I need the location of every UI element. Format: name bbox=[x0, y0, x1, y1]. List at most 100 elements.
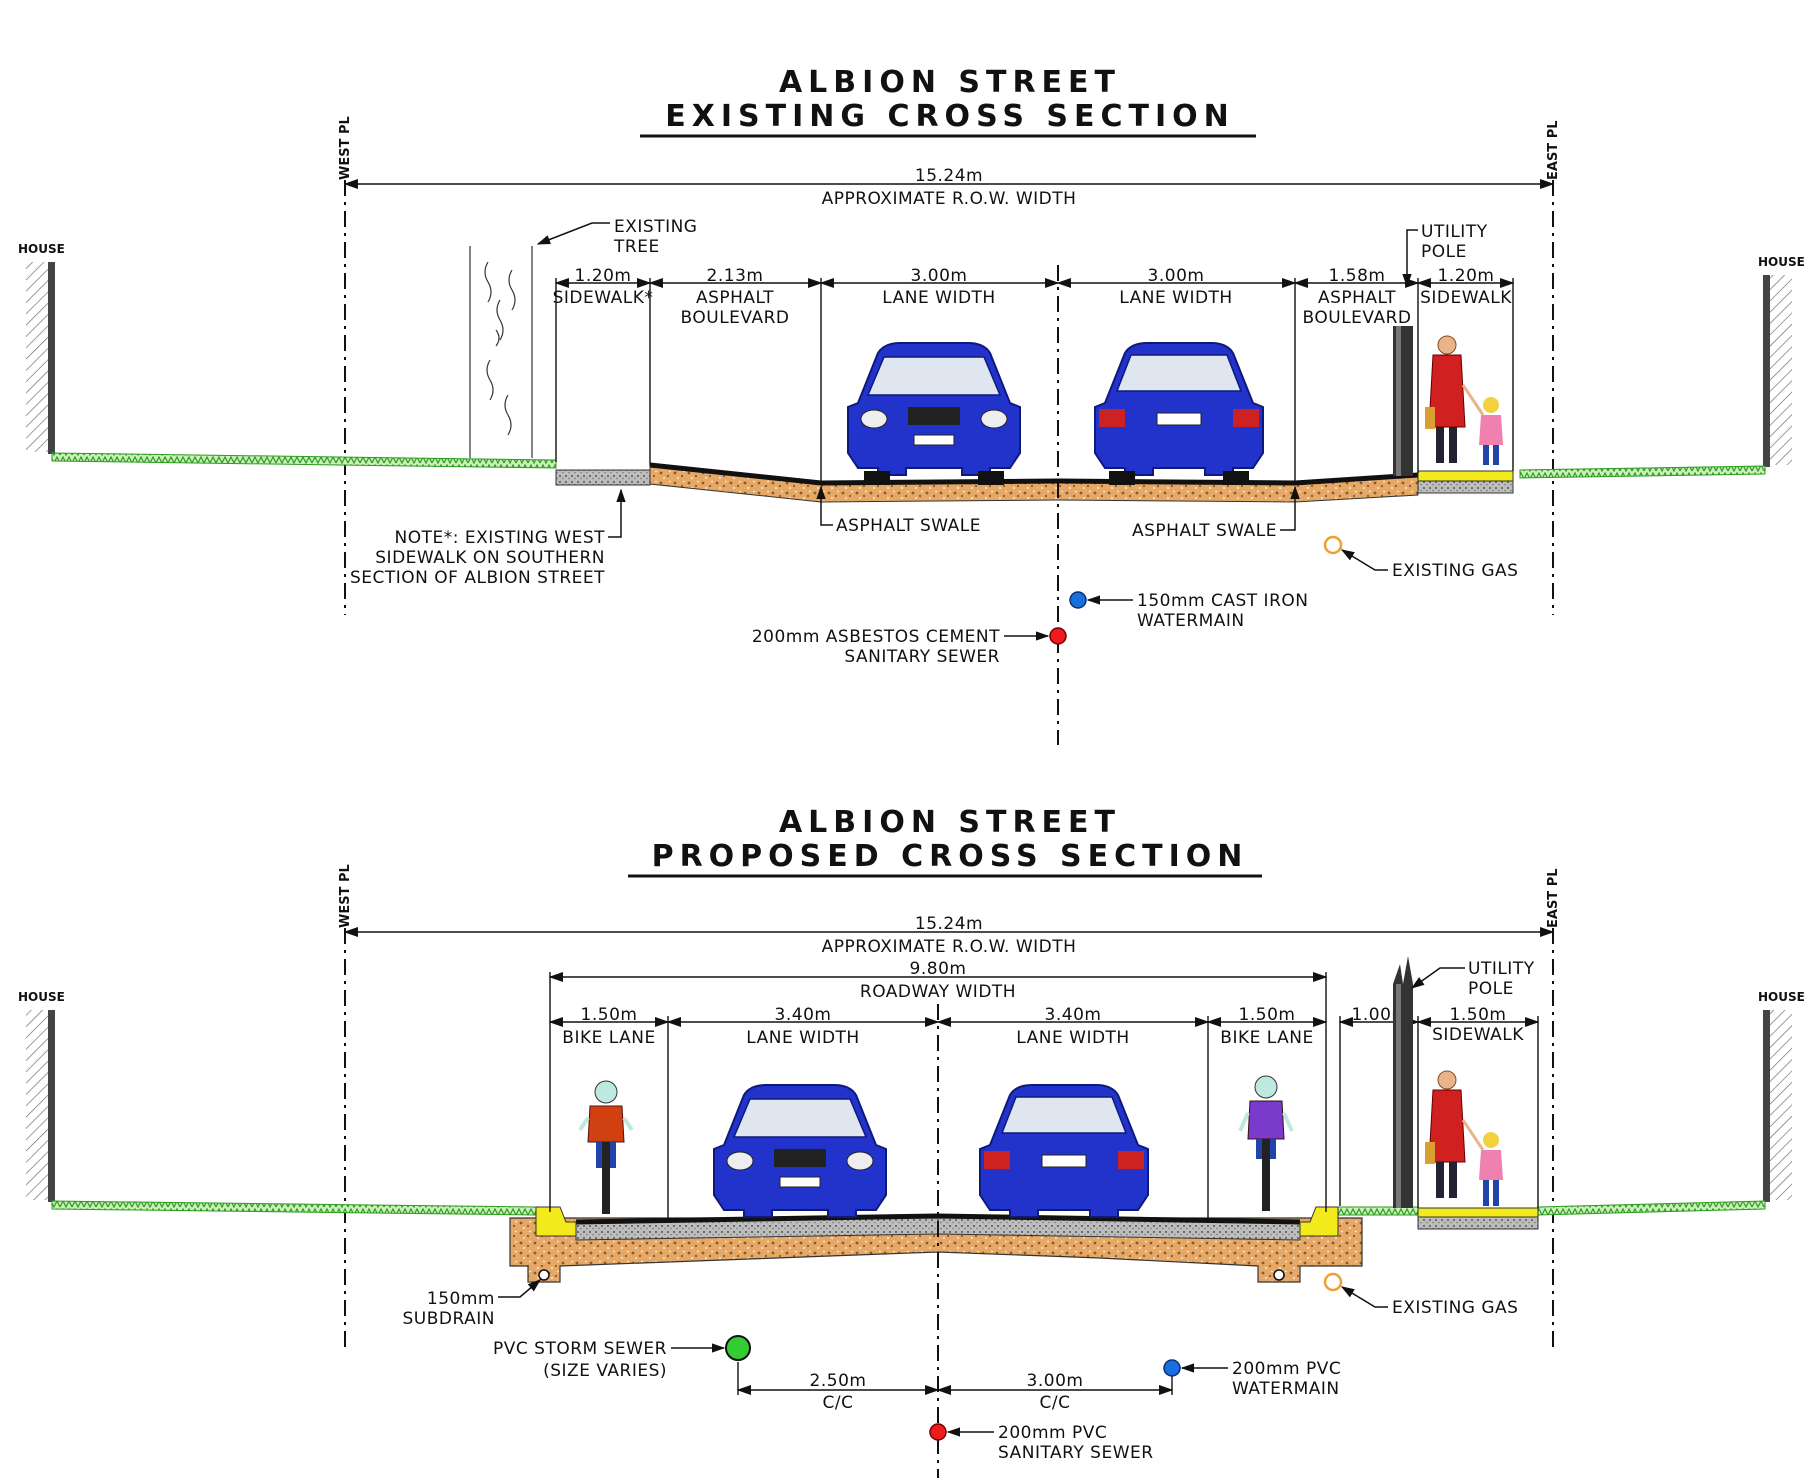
proposed-row-label: APPROXIMATE R.O.W. WIDTH bbox=[822, 937, 1077, 957]
existing-seg5-width: 1.20m bbox=[1438, 266, 1495, 286]
existing-note-2: SIDEWALK ON SOUTHERN bbox=[375, 548, 605, 568]
existing-house-right-label: HOUSE bbox=[1758, 255, 1805, 269]
existing-car-front-icon bbox=[847, 342, 1021, 485]
existing-row-label: APPROXIMATE R.O.W. WIDTH bbox=[822, 189, 1077, 209]
existing-seg2-label: LANE WIDTH bbox=[882, 288, 995, 308]
proposed-row-width: 15.24m bbox=[915, 914, 983, 934]
proposed-seg5-label: SIDEWALK bbox=[1432, 1025, 1524, 1045]
proposed-storm-2: (SIZE VARIES) bbox=[543, 1361, 667, 1381]
proposed-section: ALBION STREET PROPOSED CROSS SECTION WES… bbox=[18, 805, 1805, 1478]
existing-west-pl-label: WEST PL bbox=[338, 116, 353, 180]
existing-house-right: HOUSE bbox=[1758, 255, 1805, 467]
proposed-house-right: HOUSE bbox=[1758, 990, 1805, 1202]
proposed-gas-leader bbox=[1340, 1286, 1388, 1308]
proposed-seg0-width: 1.50m bbox=[581, 1005, 638, 1025]
existing-utility-pole-icon bbox=[1393, 326, 1413, 476]
proposed-seg2-width: 3.40m bbox=[1045, 1005, 1102, 1025]
proposed-sanitary-sewer-icon bbox=[929, 1423, 947, 1441]
proposed-seg2-label: LANE WIDTH bbox=[1016, 1028, 1129, 1048]
existing-seg0-width: 1.20m bbox=[575, 266, 632, 286]
existing-tree-label-1: EXISTING bbox=[614, 217, 697, 237]
proposed-seg5-width: 1.50m bbox=[1450, 1005, 1507, 1025]
existing-note-leader bbox=[608, 488, 626, 538]
existing-east-sidewalk bbox=[1417, 470, 1514, 494]
existing-segment-extension-lines bbox=[555, 278, 1514, 483]
proposed-title-line2: PROPOSED CROSS SECTION bbox=[652, 839, 1249, 874]
existing-segment-labels: 1.20m SIDEWALK* 2.13m ASPHALT BOULEVARD … bbox=[553, 266, 1512, 328]
proposed-seg3-width: 1.50m bbox=[1239, 1005, 1296, 1025]
proposed-watermain-2: WATERMAIN bbox=[1232, 1379, 1340, 1399]
existing-tree-leader bbox=[536, 222, 610, 245]
existing-swale-left-leader bbox=[816, 485, 833, 526]
proposed-seg0-label: BIKE LANE bbox=[562, 1028, 655, 1048]
existing-pavement bbox=[649, 462, 1419, 503]
existing-pedestrian-icon bbox=[1425, 335, 1503, 465]
proposed-west-pl-label: WEST PL bbox=[338, 864, 353, 928]
proposed-storm-offset-label: C/C bbox=[823, 1393, 854, 1413]
proposed-gas-pipe-icon bbox=[1323, 1272, 1343, 1292]
existing-note-3: SECTION OF ALBION STREET bbox=[350, 568, 605, 588]
proposed-car-rear-icon bbox=[979, 1084, 1149, 1218]
proposed-cyclist-right-icon bbox=[1238, 1075, 1294, 1211]
proposed-sewer-2: SANITARY SEWER bbox=[998, 1443, 1154, 1463]
existing-sewer-2: SANITARY SEWER bbox=[844, 647, 1000, 667]
existing-house-left-label: HOUSE bbox=[18, 242, 65, 256]
proposed-title-line1: ALBION STREET bbox=[779, 805, 1121, 840]
existing-swale-right: ASPHALT SWALE bbox=[1132, 521, 1277, 541]
proposed-pedestrian-icon bbox=[1425, 1070, 1503, 1206]
proposed-pole-label-2: POLE bbox=[1468, 979, 1514, 999]
existing-row-width: 15.24m bbox=[915, 166, 983, 186]
proposed-segment-extension-lines bbox=[549, 972, 1539, 1222]
proposed-storm-sewer-icon bbox=[725, 1335, 751, 1361]
proposed-utility-pole-icon bbox=[1393, 956, 1413, 1208]
proposed-east-pl-label: EAST PL bbox=[1546, 868, 1561, 928]
existing-east-pl-label: EAST PL bbox=[1546, 120, 1561, 180]
existing-pole-leader bbox=[1402, 229, 1418, 288]
proposed-seg1-width: 3.40m bbox=[775, 1005, 832, 1025]
existing-section: ALBION STREET EXISTING CROSS SECTION WES… bbox=[18, 65, 1805, 745]
existing-seg1-label2: BOULEVARD bbox=[681, 308, 790, 328]
existing-pole-label-2: POLE bbox=[1421, 242, 1467, 262]
proposed-house-right-label: HOUSE bbox=[1758, 990, 1805, 1004]
existing-grass bbox=[51, 452, 1766, 479]
proposed-water-offset-label: C/C bbox=[1040, 1393, 1071, 1413]
existing-sewer-1: 200mm ASBESTOS CEMENT bbox=[752, 627, 1000, 647]
proposed-car-front-icon bbox=[713, 1084, 887, 1218]
proposed-seg3-label: BIKE LANE bbox=[1220, 1028, 1313, 1048]
proposed-pole-leader bbox=[1410, 967, 1465, 989]
existing-watermain-1: 150mm CAST IRON bbox=[1137, 591, 1308, 611]
proposed-pavement bbox=[509, 1206, 1363, 1283]
existing-seg5-label: SIDEWALK bbox=[1420, 288, 1512, 308]
proposed-cyclist-left-icon bbox=[578, 1080, 634, 1214]
proposed-east-sidewalk bbox=[1417, 1207, 1539, 1230]
existing-seg4-label2: BOULEVARD bbox=[1303, 308, 1412, 328]
existing-swale-right-leader bbox=[1280, 485, 1300, 531]
proposed-water-offset: 3.00m bbox=[1027, 1371, 1084, 1391]
proposed-sewer-1: 200mm PVC bbox=[998, 1423, 1107, 1443]
existing-gas-pipe-icon bbox=[1323, 535, 1343, 555]
proposed-subdrain-leader bbox=[498, 1279, 542, 1298]
existing-west-sidewalk bbox=[555, 469, 651, 486]
proposed-house-left: HOUSE bbox=[18, 990, 65, 1202]
existing-watermain-icon bbox=[1069, 591, 1087, 609]
proposed-storm-1: PVC STORM SEWER bbox=[493, 1339, 667, 1359]
existing-title-line2: EXISTING CROSS SECTION bbox=[665, 99, 1234, 134]
existing-watermain-2: WATERMAIN bbox=[1137, 611, 1245, 631]
existing-seg1-label1: ASPHALT bbox=[696, 288, 774, 308]
proposed-subdrain-2: SUBDRAIN bbox=[403, 1309, 495, 1329]
proposed-segment-labels: 1.50m BIKE LANE 3.40m LANE WIDTH 3.40m L… bbox=[562, 1005, 1524, 1048]
existing-seg3-width: 3.00m bbox=[1148, 266, 1205, 286]
existing-seg2-width: 3.00m bbox=[911, 266, 968, 286]
existing-seg4-label1: ASPHALT bbox=[1318, 288, 1396, 308]
existing-pole-label-1: UTILITY bbox=[1421, 222, 1488, 242]
existing-seg4-width: 1.58m bbox=[1329, 266, 1386, 286]
proposed-subdrain-1: 150mm bbox=[427, 1289, 495, 1309]
existing-tree-label-2: TREE bbox=[613, 237, 660, 257]
existing-gas-leader bbox=[1340, 549, 1388, 571]
existing-seg0-label: SIDEWALK* bbox=[553, 288, 654, 308]
existing-note-1: NOTE*: EXISTING WEST bbox=[395, 528, 606, 548]
existing-swale-left: ASPHALT SWALE bbox=[836, 516, 981, 536]
proposed-roadway-label: ROADWAY WIDTH bbox=[860, 982, 1016, 1002]
existing-house-left: HOUSE bbox=[18, 242, 65, 454]
